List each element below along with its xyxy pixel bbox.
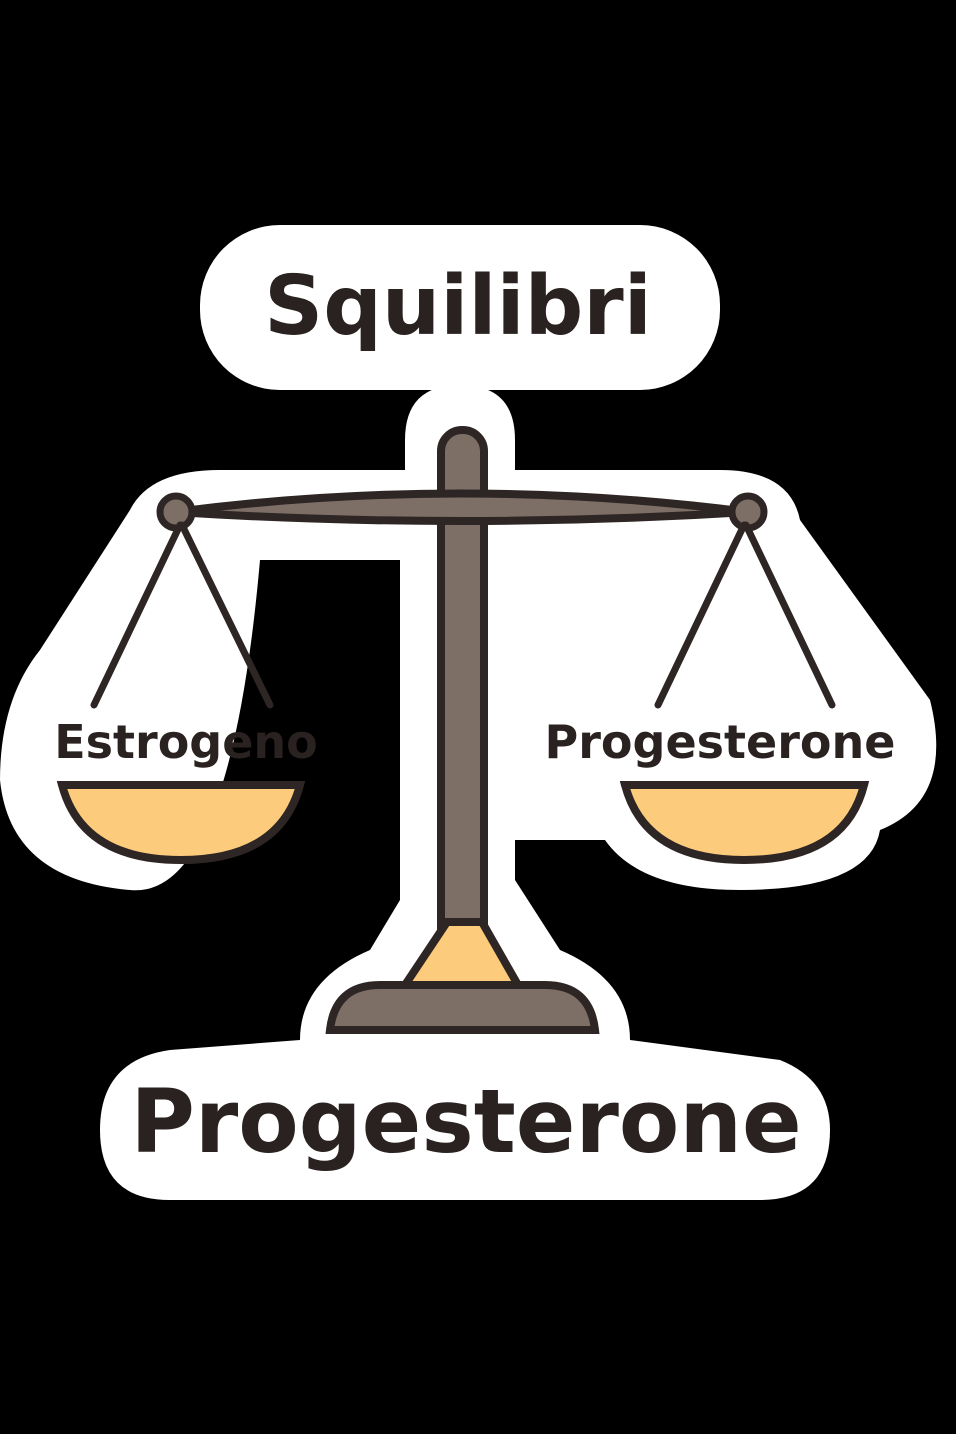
right-pan [619,781,870,865]
bottom-label: Progesterone [130,1070,801,1173]
title: Squilibri [264,259,652,354]
scale-base-plate [325,981,600,1034]
left-pan-label: Estrogeno [54,715,318,769]
pan-strings [90,521,836,709]
right-pan-label: Progesterone [545,715,896,769]
left-pan [56,781,306,865]
left-pivot [156,492,196,532]
